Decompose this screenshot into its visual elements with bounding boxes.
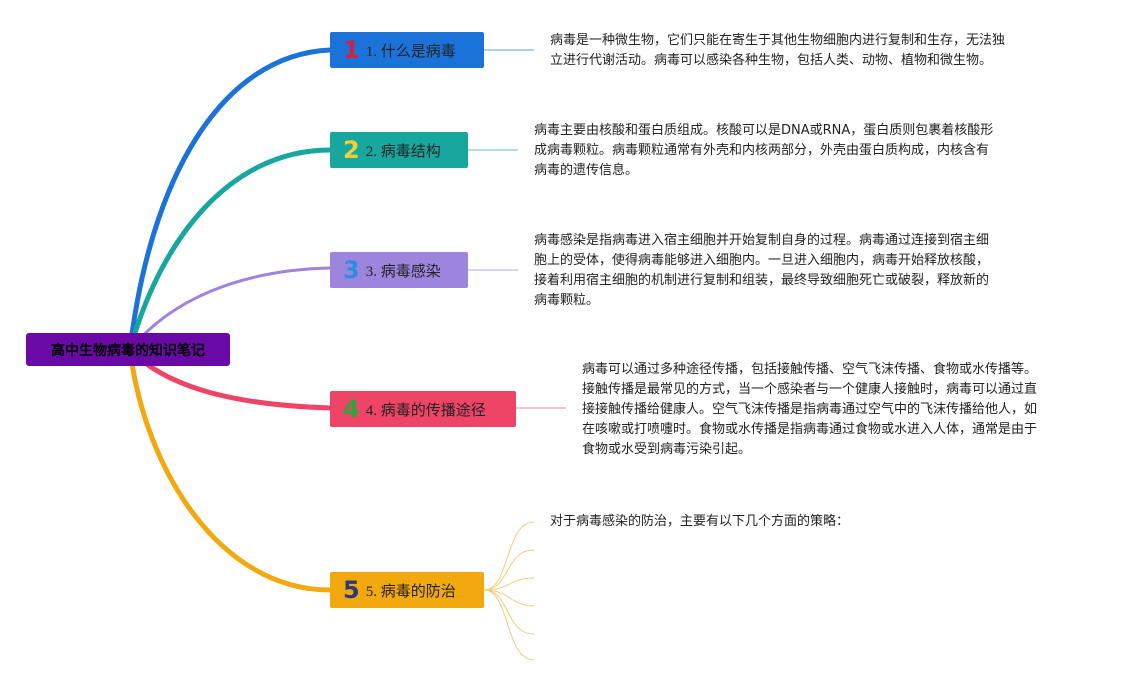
branch-3-label: 3. 病毒感染 <box>365 263 441 280</box>
description-line: 病毒颗粒。 <box>534 293 600 308</box>
root-label: 高中生物病毒的知识笔记 <box>51 342 205 359</box>
branch-4-node[interactable]: 4 4. 病毒的传播途径 <box>330 391 516 427</box>
description-line: 病毒感染是指病毒进入宿主细胞并开始复制自身的过程。病毒通过连接到宿主细 <box>534 233 990 248</box>
description-line: 食物或水受到病毒污染引起。 <box>582 442 752 457</box>
branch-5-description: 对于病毒感染的防治，主要有以下几个方面的策略： <box>550 512 849 532</box>
description-line: 病毒主要由核酸和蛋白质组成。核酸可以是DNA或RNA，蛋白质则包裹着核酸形 <box>534 123 994 138</box>
description-line: 接接触传播给健康人。空气飞沫传播是指病毒通过空气中的飞沫传播给他人，如 <box>582 402 1038 417</box>
description-line: 胞上的受体，使得病毒能够进入细胞内。一旦进入细胞内，病毒开始释放核酸， <box>534 253 990 268</box>
description-line: 成病毒颗粒。病毒颗粒通常有外壳和内核两部分，外壳由蛋白质构成，内核含有 <box>534 143 990 158</box>
branch-5-fan-line <box>483 589 535 607</box>
branch-3-number: 3 <box>343 256 360 284</box>
branch-5-connector <box>127 347 333 593</box>
branch-1-node[interactable]: 1 1. 什么是病毒 <box>330 32 484 68</box>
description-line: 立进行代谢活动。病毒可以感染各种生物，包括人类、动物、植物和微生物。 <box>550 53 993 68</box>
description-line: 对于病毒感染的防治，主要有以下几个方面的策略： <box>550 514 850 529</box>
branch-5-node[interactable]: 5 5. 病毒的防治 <box>330 572 484 608</box>
description-line: 接着利用宿主细胞的机制进行复制和组装，最终导致细胞死亡或破裂，释放新的 <box>534 273 990 288</box>
branch-2-label: 2. 病毒结构 <box>365 143 441 160</box>
branch-3-connector <box>128 266 332 352</box>
branch-5-fan <box>483 521 535 661</box>
branch-1-description: 病毒是一种微生物，它们只能在寄生于其他生物细胞内进行复制和生存，无法独 立进行代… <box>550 31 1005 71</box>
branch-2-connector <box>127 147 333 353</box>
branch-1-number: 1 <box>343 36 360 64</box>
branch-3-node[interactable]: 3 3. 病毒感染 <box>330 252 468 288</box>
branch-2-node[interactable]: 2 2. 病毒结构 <box>330 132 468 168</box>
description-line: 病毒可以通过多种途径传播，包括接触传播、空气飞沫传播、食物或水传播等。 <box>582 362 1038 377</box>
branch-5-fan-line <box>483 589 535 635</box>
description-line: 病毒的遗传信息。 <box>534 163 639 178</box>
branch-2-number: 2 <box>343 136 360 164</box>
branch-5-label: 5. 病毒的防治 <box>365 583 456 600</box>
branch-4-number: 4 <box>343 395 360 423</box>
description-line: 接触传播是最常见的方式，当一个感染者与一个健康人接触时，病毒可以通过直 <box>582 382 1038 397</box>
description-line: 在咳嗽或打喷嚏时。食物或水传播是指病毒通过食物或水进入人体，通常是由于 <box>582 422 1038 437</box>
branch-5-fan-line <box>483 577 535 591</box>
branch-1-label: 1. 什么是病毒 <box>365 43 456 60</box>
branch-5-fan-line <box>483 549 535 591</box>
branch-3-description: 病毒感染是指病毒进入宿主细胞并开始复制自身的过程。病毒通过连接到宿主细 胞上的受… <box>534 231 989 311</box>
description-line: 病毒是一种微生物，它们只能在寄生于其他生物细胞内进行复制和生存，无法独 <box>550 33 1006 48</box>
branch-5-fan-line <box>483 521 535 591</box>
root-node[interactable]: 高中生物病毒的知识笔记 <box>26 333 230 366</box>
branch-4-label: 4. 病毒的传播途径 <box>365 402 486 419</box>
branch-5-number: 5 <box>343 576 360 604</box>
branch-5-fan-line <box>483 589 535 661</box>
branch-1-connector <box>127 47 333 353</box>
branch-4-description: 病毒可以通过多种途径传播，包括接触传播、空气飞沫传播、食物或水传播等。 接触传播… <box>582 360 1037 460</box>
branch-2-description: 病毒主要由核酸和蛋白质组成。核酸可以是DNA或RNA，蛋白质则包裹着核酸形 成病… <box>534 121 993 181</box>
